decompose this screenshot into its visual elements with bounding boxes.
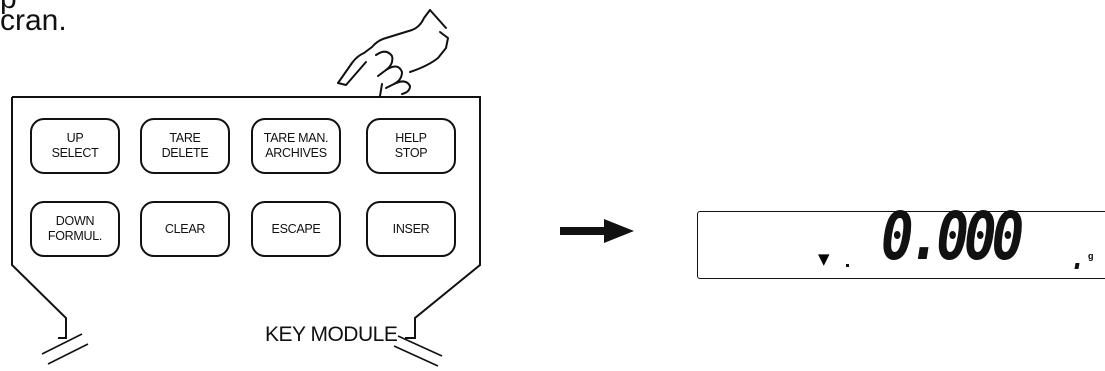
- escape-key-label: ESCAPE: [271, 221, 321, 236]
- down-formul-key-label: DOWN FORMUL.: [47, 214, 103, 243]
- right-arrow-icon: [560, 219, 634, 243]
- tare-delete-key[interactable]: TARE DELETE: [140, 118, 230, 174]
- escape-key[interactable]: ESCAPE: [251, 201, 341, 257]
- inser-key[interactable]: INSER: [366, 201, 456, 257]
- clear-key-label: CLEAR: [164, 221, 206, 236]
- caption-fragment-1: p: [0, 0, 17, 16]
- caption-fragment-2: cran.: [0, 4, 67, 37]
- tare-man-archives-key-label: TARE MAN. ARCHIVES: [263, 131, 329, 160]
- inser-key-label: INSER: [392, 221, 430, 236]
- help-stop-key-label: HELP STOP: [394, 131, 428, 160]
- up-select-key-label: UP SELECT: [51, 131, 99, 160]
- up-select-key[interactable]: UP SELECT: [30, 118, 120, 174]
- down-formul-key[interactable]: DOWN FORMUL.: [30, 201, 120, 257]
- key-module-label: KEY MODULE: [265, 323, 398, 346]
- tare-delete-key-label: TARE DELETE: [161, 131, 209, 160]
- help-stop-key[interactable]: HELP STOP: [366, 118, 456, 174]
- unit-label: g: [1088, 251, 1094, 261]
- lcd-display: ▼ 0.000 g: [697, 198, 1105, 279]
- trailing-dot: [1074, 263, 1080, 269]
- clear-key[interactable]: CLEAR: [140, 201, 230, 257]
- key-module-outline: [11, 96, 481, 367]
- decimal-separator-mark: [846, 264, 849, 267]
- weight-reading: 0.000: [881, 198, 1024, 275]
- tare-man-archives-key[interactable]: TARE MAN. ARCHIVES: [251, 118, 341, 174]
- pointing-hand-icon: [337, 9, 449, 97]
- down-triangle-icon: ▼: [818, 250, 830, 268]
